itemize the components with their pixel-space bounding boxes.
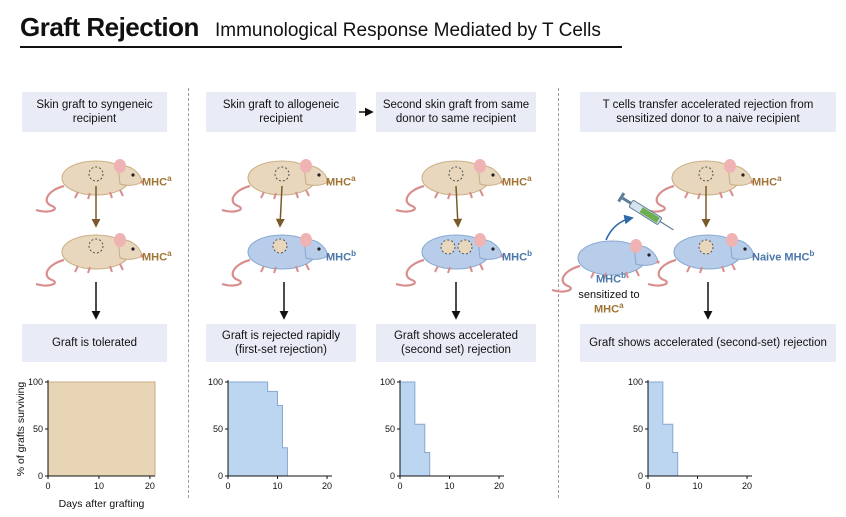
- mhc-label: MHCa: [326, 174, 356, 189]
- y-tick-label: 50: [385, 424, 395, 434]
- mhc-label: Naive MHCb: [752, 249, 815, 264]
- x-tick-label: 0: [397, 481, 402, 491]
- page-subtitle: Immunological Response Mediated by T Cel…: [215, 20, 601, 41]
- page-title: Graft Rejection: [20, 12, 199, 42]
- y-tick-label: 50: [213, 424, 223, 434]
- mhc-label: MHCa: [752, 174, 782, 189]
- panel2-bottom-box: Graft is rejected rapidly (first-set rej…: [206, 324, 356, 362]
- y-tick-label: 0: [38, 471, 43, 481]
- y-tick-label: 100: [208, 377, 223, 387]
- tcell-transfer-arrow: [605, 214, 634, 241]
- panel3-top-box: Second skin graft from same donor to sam…: [376, 92, 536, 132]
- y-tick-label: 0: [390, 471, 395, 481]
- y-tick-label: 100: [28, 377, 43, 387]
- transfer-arrow: [453, 185, 463, 228]
- x-tick-label: 0: [645, 481, 650, 491]
- mhc-label: MHCa: [594, 301, 624, 316]
- graft-site-icon: [440, 239, 456, 255]
- graft-site-icon: [274, 166, 290, 182]
- panel3-bottom-box: Graft shows accelerated (second set) rej…: [376, 324, 536, 362]
- panel2-top-box: Skin graft to allogeneic recipient: [206, 92, 356, 132]
- survival-area: [47, 381, 156, 477]
- x-tick-label: 0: [45, 481, 50, 491]
- graft-site-icon: [457, 239, 473, 255]
- survival-area: [647, 381, 679, 477]
- y-tick-label: 0: [218, 471, 223, 481]
- mhc-label: MHCa: [502, 174, 532, 189]
- panel1-bottom-box: Graft is tolerated: [22, 324, 167, 362]
- transfer-arrow: [275, 185, 285, 228]
- y-axis-title: % of grafts surviving: [15, 382, 27, 477]
- mhc-label: MHCb: [502, 249, 532, 264]
- survival-area: [399, 381, 431, 477]
- panel-divider: [188, 88, 189, 498]
- x-tick-label: 10: [445, 481, 455, 491]
- graft-site-icon: [448, 166, 464, 182]
- mhc-label: MHCb: [326, 249, 356, 264]
- mhc-label: MHCa: [142, 174, 172, 189]
- x-tick-label: 10: [94, 481, 104, 491]
- y-tick-label: 100: [628, 377, 643, 387]
- syringe-icon: [617, 192, 674, 231]
- survival-area: [227, 381, 288, 477]
- graft-site-icon: [698, 166, 714, 182]
- x-tick-label: 10: [693, 481, 703, 491]
- panel4-top-box: T cells transfer accelerated rejection f…: [580, 92, 836, 132]
- y-tick-label: 0: [638, 471, 643, 481]
- graft-site-icon: [272, 238, 288, 254]
- x-tick-label: 20: [742, 481, 752, 491]
- y-tick-label: 50: [33, 424, 43, 434]
- y-tick-label: 50: [633, 424, 643, 434]
- mhc-label: MHCb: [596, 271, 626, 286]
- sensitized-note: sensitized to: [578, 289, 640, 301]
- mhc-label: MHCa: [142, 249, 172, 264]
- graft-site-icon: [698, 239, 714, 255]
- panel1-top-box: Skin graft to syngeneic recipient: [22, 92, 167, 132]
- panel-divider: [558, 88, 559, 498]
- x-tick-label: 20: [322, 481, 332, 491]
- title-underline: [20, 46, 622, 48]
- x-axis-title: Days after grafting: [59, 498, 145, 510]
- x-tick-label: 10: [273, 481, 283, 491]
- y-tick-label: 100: [380, 377, 395, 387]
- graft-site-icon: [88, 166, 104, 182]
- x-tick-label: 20: [145, 481, 155, 491]
- panel4-bottom-box: Graft shows accelerated (second-set) rej…: [580, 324, 836, 362]
- graft-site-icon: [88, 238, 104, 254]
- x-tick-label: 20: [494, 481, 504, 491]
- x-tick-label: 0: [225, 481, 230, 491]
